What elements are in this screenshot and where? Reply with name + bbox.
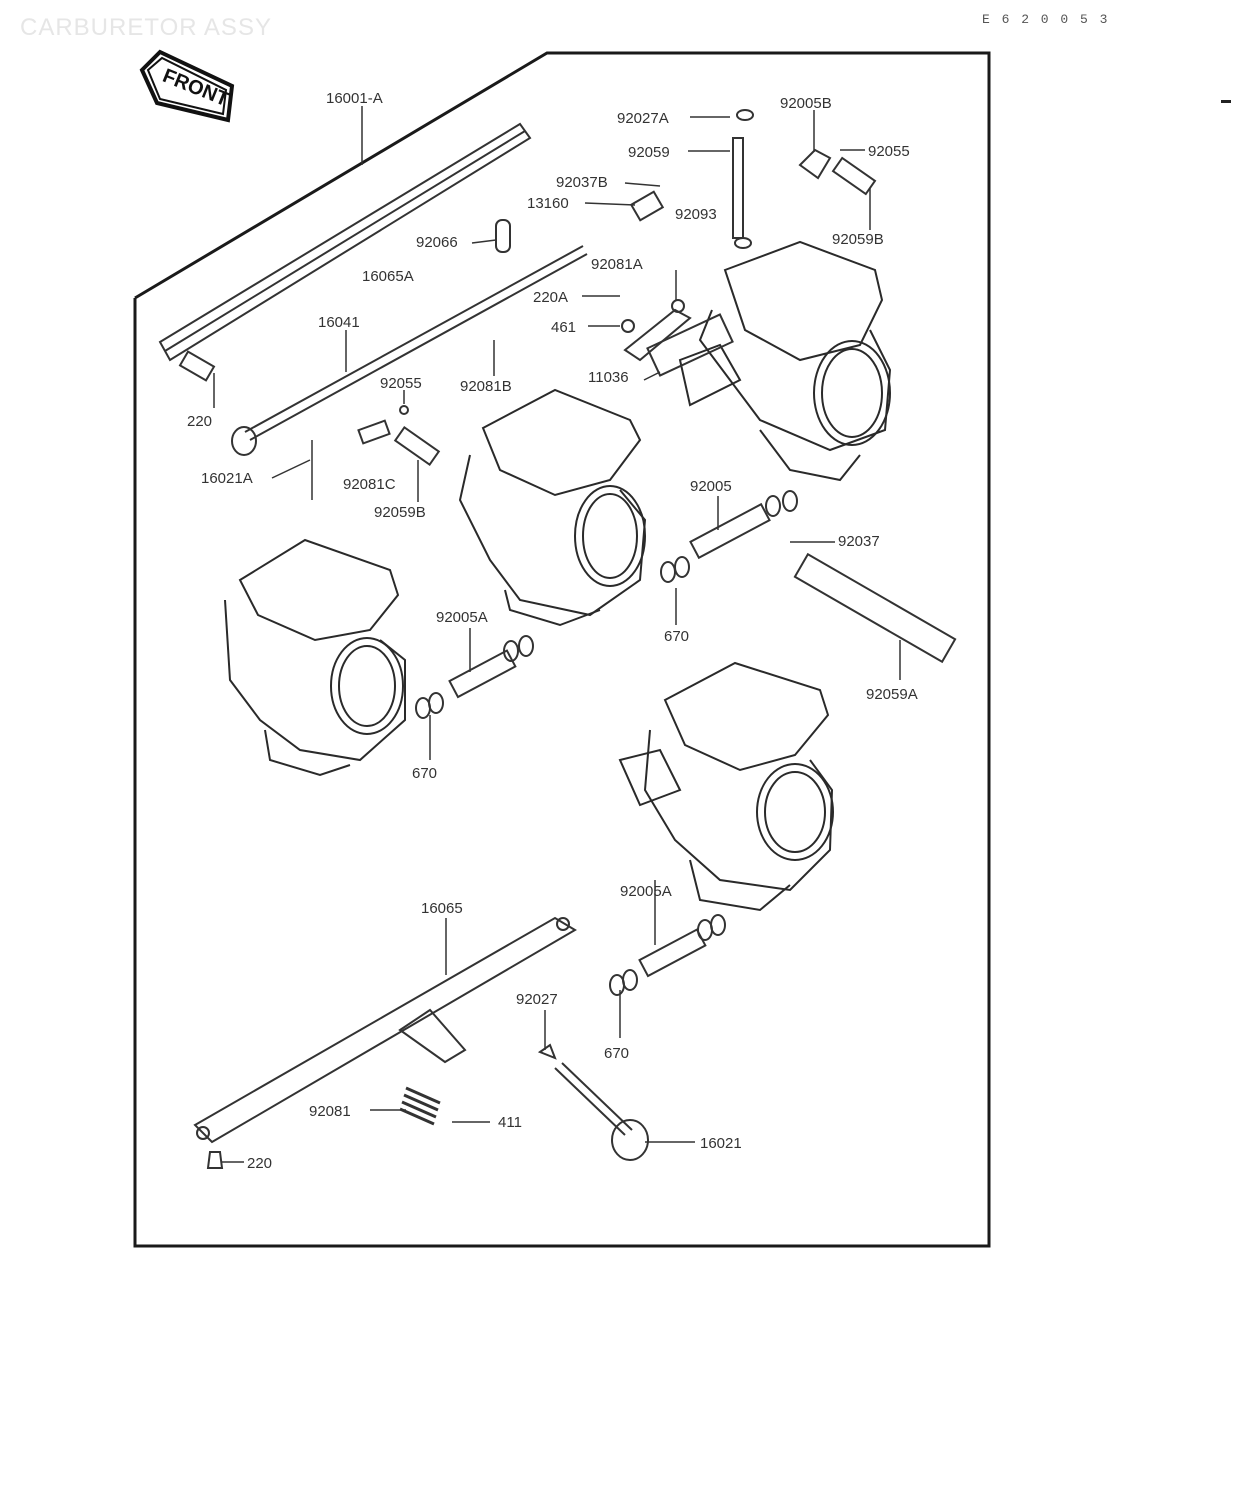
carburetor-body-2 bbox=[458, 388, 647, 627]
label-461: 461 bbox=[551, 319, 576, 336]
label-92005b: 92005B bbox=[780, 95, 832, 112]
label-92081a: 92081A bbox=[591, 256, 643, 273]
label-16065a: 16065A bbox=[362, 268, 414, 285]
label-670-a: 670 bbox=[664, 628, 689, 645]
choke-shaft bbox=[231, 245, 588, 456]
label-92081c: 92081C bbox=[343, 476, 396, 493]
label-92059b: 92059B bbox=[832, 231, 884, 248]
label-16021a: 16021A bbox=[201, 470, 253, 487]
label-16065: 16065 bbox=[421, 900, 463, 917]
label-92059a: 92059A bbox=[866, 686, 918, 703]
label-92081: 92081 bbox=[309, 1103, 351, 1120]
mounting-bracket bbox=[193, 916, 577, 1144]
label-92093: 92093 bbox=[675, 206, 717, 223]
label-92059: 92059 bbox=[628, 144, 670, 161]
fuel-pipes bbox=[415, 490, 957, 996]
label-13160: 13160 bbox=[527, 195, 569, 212]
label-92005a-b: 92005A bbox=[620, 883, 672, 900]
leader-lines bbox=[213, 106, 901, 1163]
fittings bbox=[357, 109, 877, 466]
diagram-title: CARBURETOR ASSY bbox=[20, 14, 272, 41]
label-92066: 92066 bbox=[416, 234, 458, 251]
label-220a: 220A bbox=[533, 289, 568, 306]
edge-mark bbox=[1221, 100, 1231, 103]
label-670-c: 670 bbox=[604, 1045, 629, 1062]
diagram-code: E 6 2 0 0 5 3 bbox=[982, 12, 1110, 27]
label-92059b-mid: 92059B bbox=[374, 504, 426, 521]
diagram-frame bbox=[133, 51, 991, 1248]
label-670-b: 670 bbox=[412, 765, 437, 782]
label-16001a: 16001-A bbox=[326, 90, 383, 107]
label-92037: 92037 bbox=[838, 533, 880, 550]
label-92081b: 92081B bbox=[460, 378, 512, 395]
label-92037b: 92037B bbox=[556, 174, 608, 191]
label-92055-mid: 92055 bbox=[380, 375, 422, 392]
label-92027: 92027 bbox=[516, 991, 558, 1008]
label-220-top: 220 bbox=[187, 413, 212, 430]
carburetor-body-4 bbox=[618, 661, 834, 912]
label-220-bottom: 220 bbox=[247, 1155, 272, 1172]
label-92027a: 92027A bbox=[617, 110, 669, 127]
label-411: 411 bbox=[498, 1114, 522, 1131]
carburetor-body-1 bbox=[678, 240, 892, 482]
front-arrow-icon: FRONT bbox=[139, 49, 235, 123]
label-16041: 16041 bbox=[318, 314, 360, 331]
label-92005a-a: 92005A bbox=[436, 609, 488, 626]
carburetor-body-3 bbox=[224, 538, 406, 777]
label-11036: 11036 bbox=[588, 369, 629, 386]
spring-and-screw bbox=[206, 1043, 649, 1169]
label-16021: 16021 bbox=[700, 1135, 742, 1152]
part-labels: 16001-A 92027A 92005B 92055 92059 92037B… bbox=[187, 90, 918, 1172]
label-92005: 92005 bbox=[690, 478, 732, 495]
label-92055-top: 92055 bbox=[868, 143, 910, 160]
throttle-rod bbox=[158, 122, 532, 382]
